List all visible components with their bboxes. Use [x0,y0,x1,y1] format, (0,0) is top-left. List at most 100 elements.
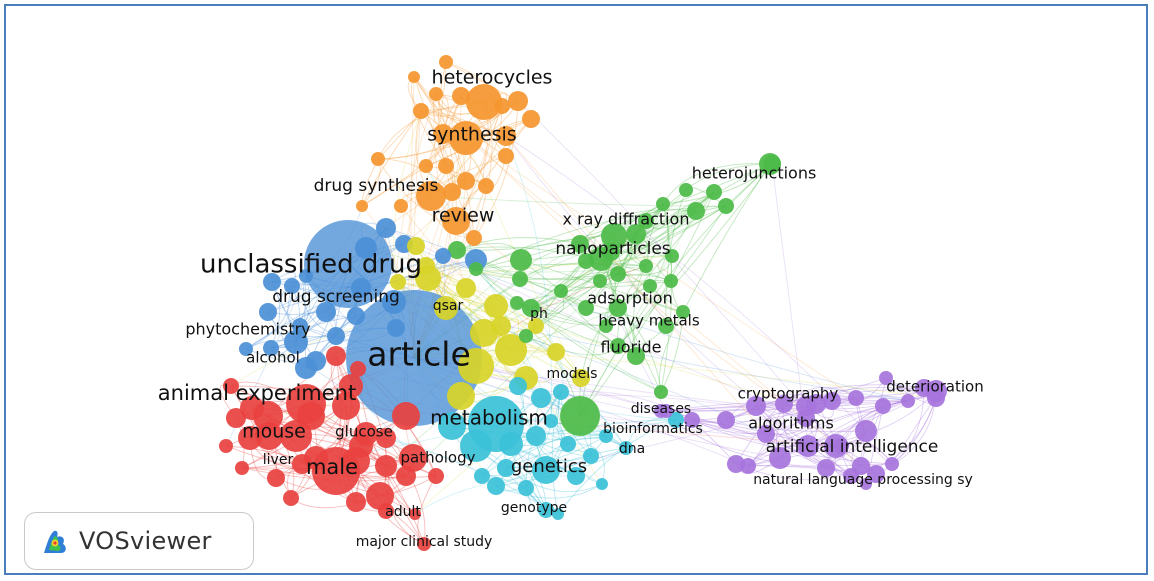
node-label[interactable]: mouse [242,421,306,443]
network-node[interactable] [599,429,613,443]
network-node[interactable] [571,235,589,253]
network-node[interactable] [665,249,679,263]
network-node[interactable] [466,84,502,120]
network-node[interactable] [522,299,540,317]
network-node[interactable] [223,378,239,394]
network-node[interactable] [326,346,346,366]
network-node[interactable] [408,71,420,83]
network-node[interactable] [235,461,249,475]
network-node[interactable] [435,248,451,264]
network-node[interactable] [593,274,607,288]
network-node[interactable] [399,444,427,472]
network-node[interactable] [638,213,654,229]
network-node[interactable] [769,447,791,469]
network-node[interactable] [259,303,277,321]
network-node[interactable] [626,224,646,244]
network-node[interactable] [763,155,781,173]
node-label[interactable]: drug synthesis [314,176,439,196]
network-node[interactable] [428,468,444,484]
node-label[interactable]: natural language processing sy [753,472,973,488]
network-node[interactable] [339,374,363,398]
node-label[interactable]: review [432,205,495,227]
network-node[interactable] [544,414,558,428]
network-node[interactable] [487,477,505,495]
network-node[interactable] [553,384,569,400]
network-node[interactable] [659,404,673,418]
network-node[interactable] [583,448,599,464]
node-label[interactable]: adult [385,504,421,520]
network-node[interactable] [442,207,470,235]
network-node[interactable] [578,253,594,269]
network-node[interactable] [797,435,819,457]
node-label[interactable]: male [306,455,358,479]
network-node[interactable] [240,396,264,420]
network-node[interactable] [602,243,620,261]
network-node[interactable] [267,469,285,487]
network-node[interactable] [292,318,308,334]
network-node[interactable] [239,342,253,356]
network-node[interactable] [498,148,514,164]
network-node[interactable] [676,305,690,319]
network-node[interactable] [879,371,893,385]
network-node[interactable] [484,294,508,318]
network-node[interactable] [797,409,815,427]
network-node[interactable] [860,478,872,490]
node-label[interactable]: qsar [433,298,464,314]
network-node[interactable] [639,259,653,273]
network-node[interactable] [901,394,915,408]
node-label[interactable]: genetics [511,456,587,477]
network-node[interactable] [306,351,326,371]
network-node[interactable] [510,296,524,310]
network-node[interactable] [596,478,608,490]
network-node[interactable] [226,408,246,428]
network-node[interactable] [332,392,360,420]
node-label[interactable]: unclassified drug [200,250,422,280]
network-node[interactable] [478,178,494,194]
network-node[interactable] [855,420,877,442]
network-node[interactable] [817,459,835,477]
network-node[interactable] [601,223,627,249]
network-node[interactable] [833,438,849,454]
network-node[interactable] [848,390,864,406]
network-node[interactable] [560,436,576,452]
network-node[interactable] [528,318,544,334]
node-label[interactable]: liver [263,452,294,468]
network-node[interactable] [448,241,466,259]
network-node[interactable] [610,338,626,354]
network-node[interactable] [413,103,429,119]
network-node[interactable] [284,278,300,294]
network-node[interactable] [416,181,446,211]
network-node[interactable] [390,274,406,290]
network-node[interactable] [609,299,627,317]
network-node[interactable] [538,502,554,518]
network-node[interactable] [327,327,345,345]
node-label[interactable]: cryptography [738,385,839,403]
node-label[interactable]: metabolism [430,406,548,430]
node-label[interactable]: algorithms [748,414,834,433]
node-label[interactable]: dna [619,441,645,457]
network-node[interactable] [518,480,534,496]
network-node[interactable] [458,348,494,384]
node-label[interactable]: ph [530,306,548,322]
network-node[interactable] [355,237,377,259]
network-node[interactable] [526,426,546,446]
network-node[interactable] [552,508,564,520]
network-node[interactable] [915,379,933,397]
network-node[interactable] [417,537,431,551]
network-node[interactable] [456,278,476,298]
network-node[interactable] [255,422,283,450]
network-node[interactable] [627,347,645,365]
network-node[interactable] [531,388,551,408]
network-node[interactable] [867,465,885,483]
network-node[interactable] [452,87,470,105]
network-node[interactable] [578,300,594,316]
network-node[interactable] [494,98,510,114]
network-node[interactable] [610,266,626,282]
network-node[interactable] [547,343,565,361]
node-label[interactable]: phytochemistry [185,320,310,339]
node-label[interactable]: genotype [501,500,567,516]
network-node[interactable] [775,395,793,413]
network-node[interactable] [371,152,385,166]
